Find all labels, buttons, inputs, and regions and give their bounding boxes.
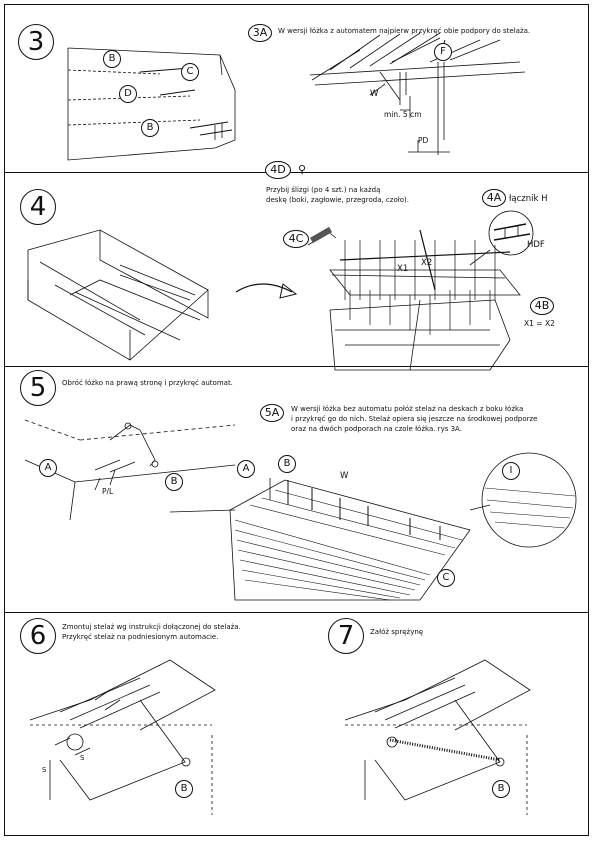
label-pd: PD <box>418 136 429 145</box>
label-x1-equals-x2: X1 = X2 <box>524 319 555 328</box>
step4a-detail <box>469 210 534 266</box>
label-lacznik-h: łącznik H <box>509 194 548 204</box>
step-3a-badge: 3A <box>248 24 272 42</box>
step-5-text: Obróć łóżko na prawą stronę i przykręć a… <box>62 379 233 387</box>
step5-drawing <box>24 419 236 521</box>
step4b-drawing <box>329 229 521 371</box>
label-w: W <box>370 89 379 99</box>
step-4b-badge: 4B <box>530 297 554 315</box>
step-4a-badge: 4A <box>482 189 506 207</box>
label-pl: P/L <box>102 487 114 496</box>
callout-b: B <box>141 119 159 137</box>
callout-b: B <box>278 455 296 473</box>
label-x2: X2 <box>421 258 433 268</box>
callout-c: C <box>437 569 455 587</box>
step-7-text: Załóż sprężynę <box>370 628 424 636</box>
step3a-drawing <box>309 32 526 155</box>
callout-c: C <box>181 63 199 81</box>
label-s: S <box>80 754 85 762</box>
step-5a-text-line1: W wersji łóżka bez automatu połóż stelaż… <box>291 405 524 413</box>
step-3a-text: W wersji łóżka z automatem najpierw przy… <box>278 27 531 35</box>
step5a-drawing <box>229 452 577 601</box>
label-x1: X1 <box>397 264 409 274</box>
step-4-number: 4 <box>20 189 56 225</box>
callout-i: I <box>502 462 520 480</box>
page-border <box>4 4 589 836</box>
label-w: W <box>340 471 349 481</box>
divider-4-5 <box>4 366 589 367</box>
step-4d-text-line2: deskę (boki, zagłowie, przegroda, czoło)… <box>266 196 409 204</box>
callout-b: B <box>175 780 193 798</box>
step-6-text-line2: Przykręć stelaż na podniesionym automaci… <box>62 633 219 641</box>
step6-drawing <box>29 659 216 815</box>
step-5a-text-line2: i przykręć go do nich. Stelaż opiera się… <box>291 415 538 423</box>
nail-icon: ⚲ <box>298 163 307 176</box>
divider-5-6 <box>4 612 589 613</box>
divider-3-4 <box>4 172 589 173</box>
step-5a-badge: 5A <box>260 404 284 422</box>
step-5-number: 5 <box>20 370 56 406</box>
callout-b: B <box>492 780 510 798</box>
callout-b: B <box>103 50 121 68</box>
callout-a: A <box>237 460 255 478</box>
label-s: S <box>42 766 47 774</box>
callout-f: F <box>434 43 452 61</box>
step7-drawing <box>344 659 531 815</box>
step-7-number: 7 <box>328 618 364 654</box>
step-4d-badge: 4D <box>265 161 291 179</box>
step-3-number: 3 <box>18 24 54 60</box>
label-hdf: HDF <box>527 240 545 250</box>
callout-a: A <box>39 459 57 477</box>
step-5a-text-line3: oraz na dwóch podporach na czole łóżka. … <box>291 425 462 433</box>
label-min-5cm: min. 5 cm <box>384 110 422 119</box>
step-4c-badge: 4C <box>283 230 309 248</box>
step4-drawing <box>27 229 209 361</box>
callout-d: D <box>119 85 137 103</box>
step-4d-text-line1: Przybij ślizgi (po 4 szt.) na każdą <box>266 186 381 194</box>
step-6-number: 6 <box>20 618 56 654</box>
callout-b: B <box>165 473 183 491</box>
step-6-text-line1: Zmontuj stelaż wg instrukcji dołączonej … <box>62 623 241 631</box>
step3-drawing <box>67 47 236 161</box>
step4-arrow <box>235 283 298 299</box>
